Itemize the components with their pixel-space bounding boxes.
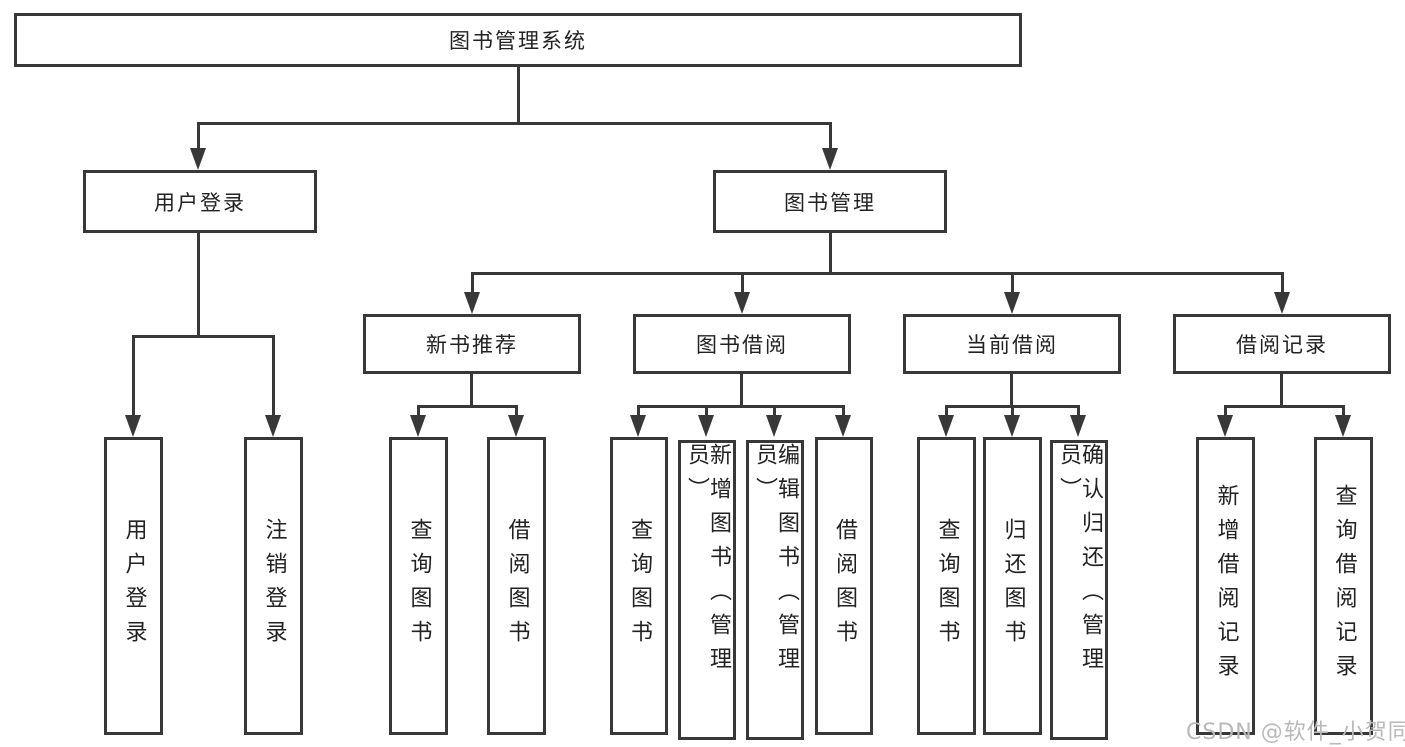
connector-line — [515, 405, 518, 417]
leaf-edit-book-admin: 编辑图书（管理员） — [746, 440, 804, 740]
connector-line — [132, 335, 275, 338]
arrow-down-icon — [410, 415, 426, 437]
connector-line — [132, 335, 135, 417]
connector-line — [740, 374, 743, 405]
connector-line — [1077, 405, 1080, 417]
node-new-book-recommend: 新书推荐 — [363, 314, 581, 374]
node-book-borrow: 图书借阅 — [633, 314, 851, 374]
watermark: CSDN @软件_小贺同学 — [1186, 720, 1405, 745]
connector-line — [417, 405, 518, 408]
leaf-logout: 注销登录 — [244, 437, 303, 735]
arrow-down-icon — [1004, 292, 1020, 314]
connector-line — [197, 122, 200, 150]
connector-line — [1010, 374, 1013, 405]
leaf-user-login: 用户登录 — [104, 437, 163, 735]
connector-line — [197, 233, 200, 335]
leaf-add-borrow-record: 新增借阅记录 — [1196, 437, 1255, 735]
connector-line — [517, 67, 520, 122]
connector-line — [842, 405, 845, 417]
connector-line — [1224, 405, 1345, 408]
connector-line — [637, 405, 640, 417]
arrow-down-icon — [1004, 415, 1020, 437]
connector-line — [470, 374, 473, 405]
arrow-down-icon — [698, 415, 714, 437]
arrow-down-icon — [766, 415, 782, 437]
connector-line — [1280, 374, 1283, 405]
arrow-down-icon — [1070, 415, 1086, 437]
connector-line — [637, 405, 845, 408]
connector-line — [1224, 405, 1227, 417]
arrow-down-icon — [265, 415, 281, 437]
node-user-login: 用户登录 — [83, 170, 317, 233]
leaf-query-books-current: 查询图书 — [917, 437, 976, 735]
connector-line — [197, 122, 832, 125]
node-book-management: 图书管理 — [713, 170, 947, 233]
connector-line — [1011, 272, 1014, 294]
node-borrow-records: 借阅记录 — [1173, 314, 1391, 374]
connector-line — [1342, 405, 1345, 417]
arrow-down-icon — [464, 292, 480, 314]
node-root: 图书管理系统 — [14, 13, 1022, 67]
leaf-borrow-books: 借阅图书 — [815, 437, 873, 735]
arrow-down-icon — [938, 415, 954, 437]
leaf-return-books: 归还图书 — [983, 437, 1042, 735]
arrow-down-icon — [822, 148, 838, 170]
arrow-down-icon — [1335, 415, 1351, 437]
connector-line — [773, 405, 776, 417]
connector-line — [272, 335, 275, 417]
connector-line — [471, 272, 474, 294]
leaf-borrow-books-recommend: 借阅图书 — [487, 437, 546, 735]
arrow-down-icon — [1274, 292, 1290, 314]
connector-line — [741, 272, 744, 294]
arrow-down-icon — [1217, 415, 1233, 437]
leaf-confirm-return-admin: 确认归还（管理员） — [1050, 440, 1108, 740]
leaf-add-book-admin: 新增图书（管理员） — [678, 440, 736, 740]
connector-line — [471, 272, 1283, 275]
arrow-down-icon — [734, 292, 750, 314]
leaf-query-books-borrow: 查询图书 — [610, 437, 668, 735]
connector-line — [829, 122, 832, 150]
connector-line — [705, 405, 708, 417]
arrow-down-icon — [190, 148, 206, 170]
leaf-query-borrow-record: 查询借阅记录 — [1314, 437, 1373, 735]
node-current-borrow: 当前借阅 — [903, 314, 1121, 374]
leaf-query-books-recommend: 查询图书 — [389, 437, 448, 735]
connector-line — [1281, 272, 1284, 294]
connector-line — [1011, 405, 1014, 417]
connector-line — [829, 233, 832, 272]
arrow-down-icon — [125, 415, 141, 437]
connector-line — [945, 405, 948, 417]
connector-line — [417, 405, 420, 417]
arrow-down-icon — [835, 415, 851, 437]
arrow-down-icon — [630, 415, 646, 437]
arrow-down-icon — [508, 415, 524, 437]
